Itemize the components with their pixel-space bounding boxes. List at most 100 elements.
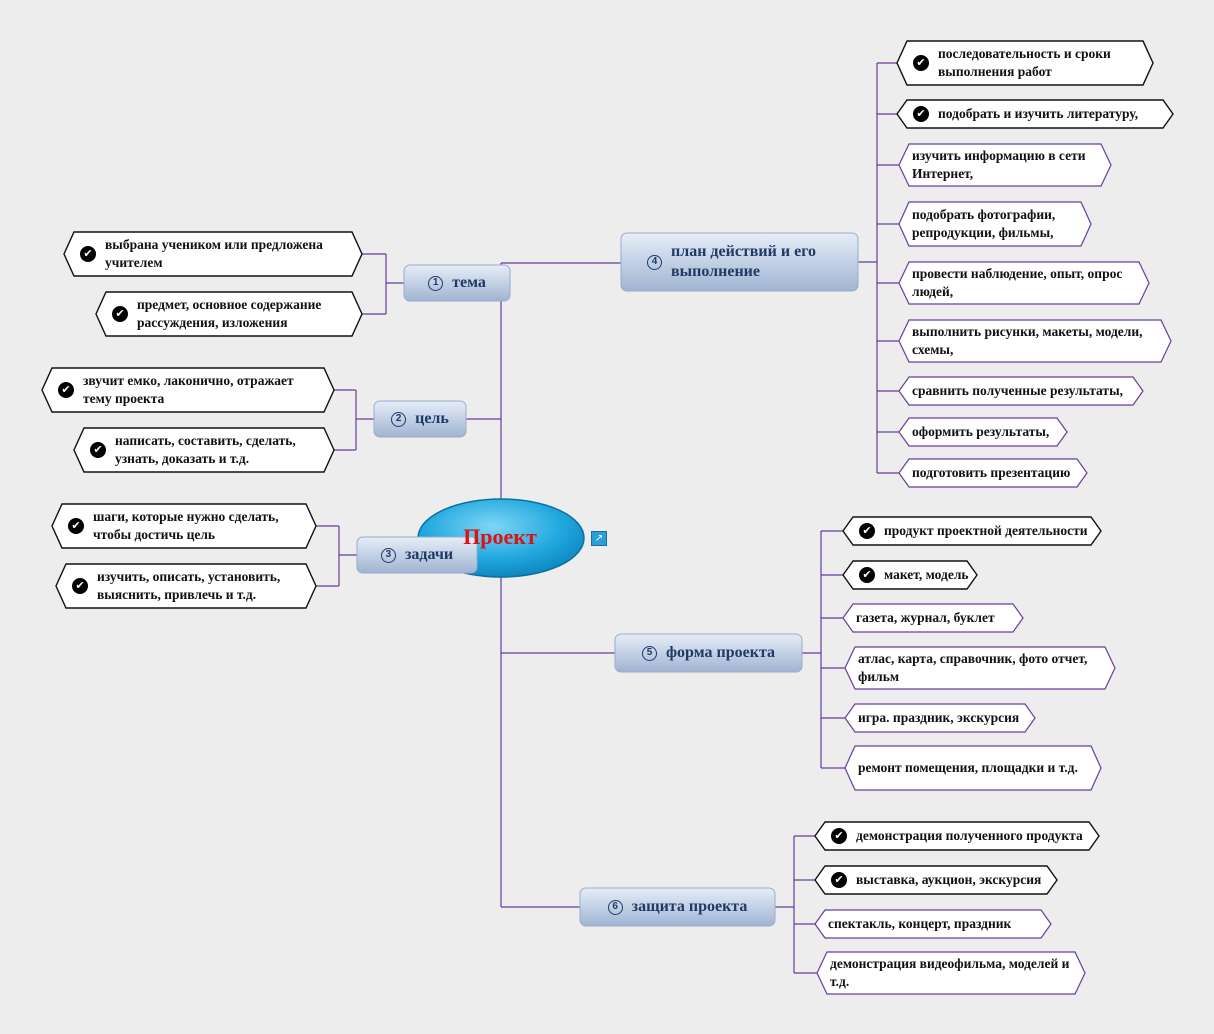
- branch-node-shape: [373, 400, 467, 438]
- leaf-shape: [41, 367, 335, 413]
- leaf-shape: [63, 231, 363, 277]
- leaf-text: ремонт помещения, площадки и т.д.: [858, 760, 1078, 775]
- circled-number-icon: 5: [641, 645, 657, 661]
- branch-node-1[interactable]: 1 тема: [404, 265, 510, 301]
- branch-node-shape: [403, 264, 511, 302]
- branch-node-2[interactable]: 2 цель: [374, 401, 466, 437]
- branch-label: задачи: [404, 546, 454, 563]
- leaf-item[interactable]: газета, журнал, буклет: [843, 604, 1023, 632]
- branch-node-shape: [614, 633, 803, 673]
- leaf-text: газета, журнал, буклет: [856, 610, 995, 625]
- leaf-item[interactable]: ✔ демонстрация полученного продукта: [815, 822, 1099, 850]
- leaf-item[interactable]: ✔ макет, модель: [843, 561, 977, 589]
- check-circle-icon: ✔: [859, 523, 875, 539]
- leaf-text: макет, модель: [884, 567, 969, 582]
- leaf-item[interactable]: выполнить рисунки, макеты, модели, схемы…: [899, 320, 1171, 362]
- leaf-item[interactable]: изучить информацию в сети Интернет,: [899, 144, 1111, 186]
- central-topic-label[interactable]: Проект: [463, 524, 537, 549]
- leaf-shape: [55, 563, 317, 609]
- leaf-item[interactable]: подобрать фотографии, репродукции, фильм…: [899, 202, 1091, 246]
- leaf-item[interactable]: сравнить полученные результаты,: [899, 377, 1143, 405]
- leaf-text: подготовить презентацию: [912, 465, 1071, 480]
- leaf-item[interactable]: ✔ шаги, которые нужно сделать, чтобы дост…: [52, 504, 316, 548]
- leaf-item[interactable]: ✔ изучить, описать, установить, выяснить,…: [56, 564, 316, 608]
- circled-number-icon: 4: [647, 254, 662, 270]
- leaf-item[interactable]: ✔написать, составить, сделать, узнать, д…: [74, 428, 334, 472]
- leaf-text: последовательность и сроки выполнения ра…: [938, 46, 1111, 79]
- check-circle-icon: ✔: [68, 518, 84, 534]
- leaf-item[interactable]: ✔ звучит емко, лаконично, отражает тему п…: [42, 368, 334, 412]
- leaf-item[interactable]: ✔ подобрать и изучить литературу,: [897, 100, 1173, 128]
- leaf-item[interactable]: ✔выбрана учеником или предложена учителе…: [64, 232, 362, 276]
- branch-node-shape: [620, 232, 859, 292]
- check-circle-icon: ✔: [859, 567, 875, 583]
- leaf-text: выполнить рисунки, макеты, модели, схемы…: [912, 324, 1143, 357]
- leaf-shape: [842, 560, 978, 590]
- check-circle-icon: ✔: [831, 828, 847, 844]
- leaf-text: написать, составить, сделать, узнать, до…: [115, 433, 296, 466]
- branch-node-5[interactable]: 5 форма проекта: [615, 634, 802, 672]
- leaf-item[interactable]: спектакль, концерт, праздник: [815, 910, 1051, 938]
- branch-label: цель: [415, 410, 449, 427]
- branch-node-6[interactable]: 6 защита проекта: [580, 888, 775, 926]
- leaf-text: звучит емко, лаконично, отражает тему пр…: [83, 373, 294, 406]
- leaf-text: выставка, аукцион, экскурсия: [856, 872, 1042, 887]
- check-circle-icon: ✔: [80, 246, 96, 262]
- check-circle-icon: ✔: [913, 55, 929, 71]
- leaf-text: демонстрация полученного продукта: [856, 828, 1083, 843]
- circled-number-icon: 1: [428, 275, 444, 291]
- branch-label: защита проекта: [631, 898, 748, 915]
- leaf-shape: [898, 261, 1150, 305]
- leaf-shape: [896, 40, 1154, 86]
- leaf-item[interactable]: ✔ продукт проектной деятельности: [843, 517, 1101, 545]
- leaf-text: предмет, основное содержание рассуждения…: [137, 297, 322, 330]
- leaf-item[interactable]: оформить результаты,: [899, 418, 1067, 446]
- circled-number-icon: 3: [380, 547, 396, 563]
- leaf-shape: [898, 458, 1088, 488]
- circled-number-icon: 2: [391, 411, 407, 427]
- leaf-text: шаги, которые нужно сделать, чтобы дости…: [93, 509, 279, 542]
- leaf-item[interactable]: ремонт помещения, площадки и т.д.: [845, 746, 1101, 790]
- leaf-text: подобрать и изучить литературу,: [938, 106, 1139, 121]
- leaf-shape: [814, 909, 1052, 939]
- leaf-item[interactable]: атлас, карта, справочник, фото отчет, фи…: [845, 647, 1115, 689]
- check-circle-icon: ✔: [58, 382, 74, 398]
- check-circle-icon: ✔: [913, 106, 929, 122]
- leaf-text: демонстрация видеофильма, моделей и т.д.: [830, 956, 1070, 989]
- leaf-item[interactable]: провести наблюдение, опыт, опрос людей,: [899, 262, 1149, 304]
- leaf-item[interactable]: ✔предмет, основное содержание рассуждени…: [96, 292, 362, 336]
- leaf-item[interactable]: демонстрация видеофильма, моделей и т.д.: [817, 952, 1085, 994]
- leaf-text: продукт проектной деятельности: [884, 523, 1088, 538]
- leaf-shape: [898, 417, 1068, 447]
- leaf-shape: [814, 865, 1058, 895]
- branch-node-3[interactable]: 3 задачи: [357, 537, 477, 573]
- leaf-text: подобрать фотографии, репродукции, фильм…: [912, 207, 1056, 240]
- leaf-shape: [898, 376, 1144, 406]
- leaf-text: изучить информацию в сети Интернет,: [912, 148, 1086, 181]
- check-circle-icon: ✔: [72, 578, 88, 594]
- leaf-item[interactable]: игра. праздник, экскурсия: [845, 704, 1035, 732]
- leaf-shape: [898, 201, 1092, 247]
- branch-label: тема: [452, 274, 486, 291]
- leaf-item[interactable]: ✔выставка, аукцион, экскурсия: [815, 866, 1057, 894]
- leaf-text: атлас, карта, справочник, фото отчет, фи…: [858, 651, 1088, 684]
- leaf-shape: [842, 603, 1024, 633]
- branch-label: форма проекта: [665, 644, 775, 661]
- leaf-shape: [896, 99, 1174, 129]
- leaf-shape: [898, 143, 1112, 187]
- branch-label: план действий и его выполнение: [671, 243, 817, 280]
- leaf-shape: [73, 427, 335, 473]
- leaf-item[interactable]: ✔ последовательность и сроки выполнения р…: [897, 41, 1153, 85]
- branch-node-4[interactable]: 4 план действий и его выполнение: [621, 233, 858, 291]
- circled-number-icon: 6: [607, 899, 623, 915]
- link-icon[interactable]: ↗: [591, 531, 607, 546]
- leaf-shape: [95, 291, 363, 337]
- leaf-shape: [898, 319, 1172, 363]
- leaf-text: оформить результаты,: [912, 424, 1050, 439]
- leaf-item[interactable]: подготовить презентацию: [899, 459, 1087, 487]
- branch-node-shape: [356, 536, 478, 574]
- leaf-text: изучить, описать, установить, выяснить, …: [97, 569, 281, 602]
- branch-node-shape: [579, 887, 776, 927]
- leaf-text: спектакль, концерт, праздник: [828, 916, 1012, 931]
